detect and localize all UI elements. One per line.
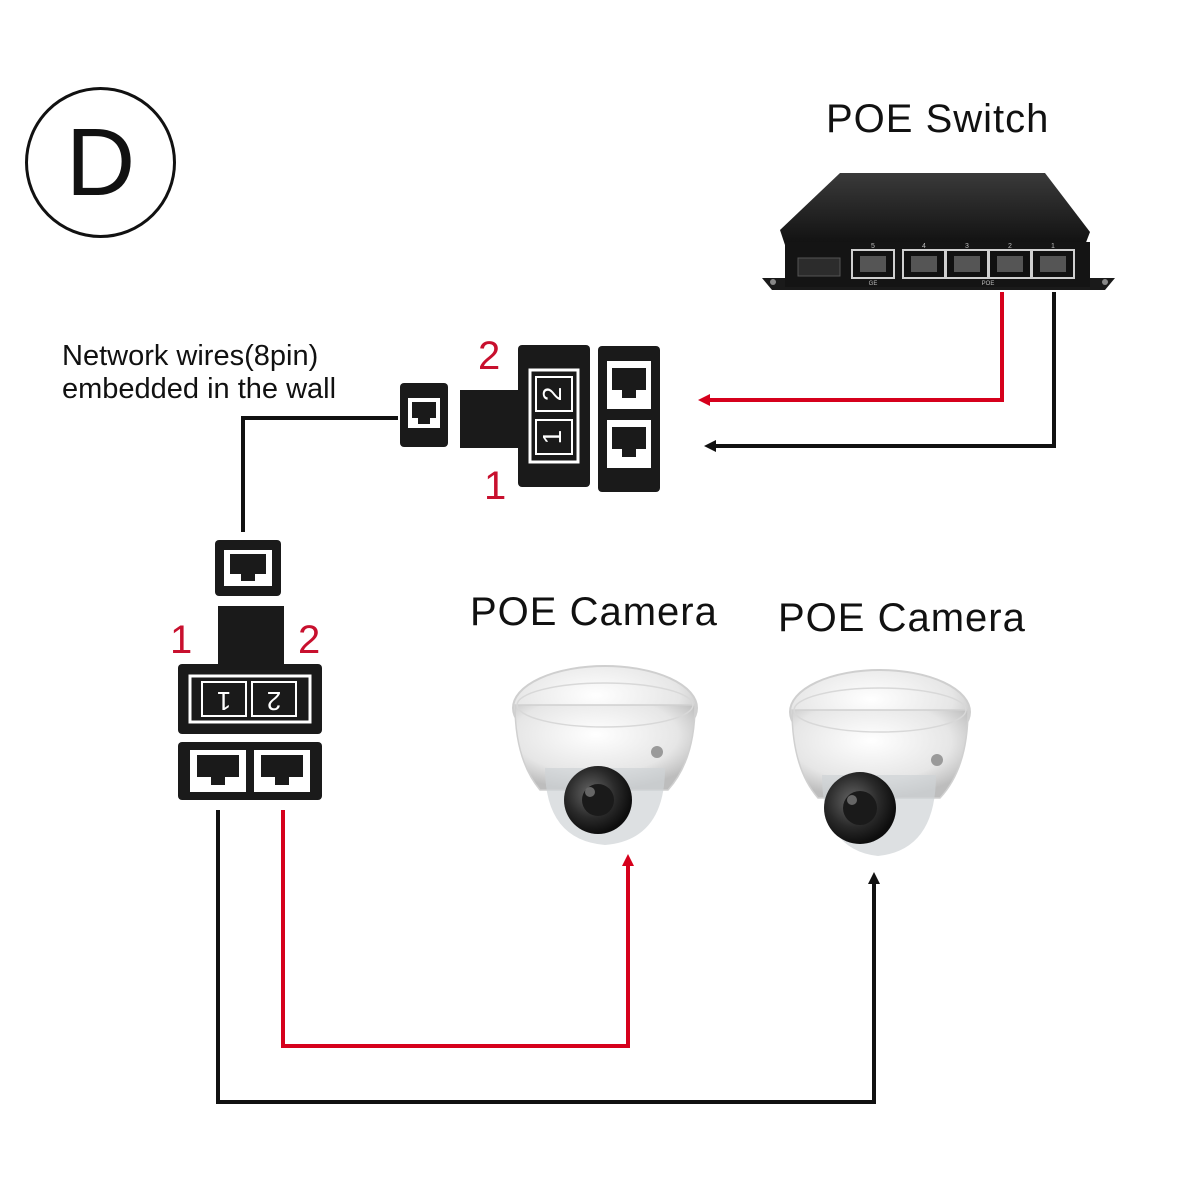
top-splitter-label-1-icon: 1 bbox=[535, 419, 573, 455]
red-wire-switch-to-splitter bbox=[698, 292, 1004, 406]
wall-network-wire bbox=[241, 416, 398, 532]
switch-ge-label: GE bbox=[869, 281, 878, 287]
poe-switch: 5 4 3 2 1 GE POE bbox=[762, 173, 1115, 290]
svg-text:2: 2 bbox=[267, 686, 281, 716]
bottom-splitter-label-1-icon: 1 bbox=[201, 681, 247, 717]
red-wire-to-camera-1 bbox=[281, 810, 634, 1048]
top-splitter: 2 1 bbox=[400, 345, 660, 492]
poe-camera-2 bbox=[789, 669, 971, 856]
top-splitter-port-1-label: 1 bbox=[484, 464, 507, 508]
svg-text:1: 1 bbox=[537, 430, 567, 444]
switch-mount-hole-icon bbox=[1102, 279, 1108, 285]
wall-note-line1: Network wires(8pin) bbox=[62, 340, 319, 372]
top-splitter-label-2-icon: 2 bbox=[535, 376, 573, 412]
switch-port-number: 2 bbox=[1008, 243, 1012, 250]
svg-text:1: 1 bbox=[217, 686, 231, 716]
wall-note-line2: embedded in the wall bbox=[62, 373, 337, 405]
bottom-splitter: 1 2 bbox=[178, 540, 322, 800]
switch-port-number: 5 bbox=[871, 243, 875, 250]
camera-2-title: POE Camera bbox=[778, 596, 1026, 640]
bottom-splitter-port-2-label: 2 bbox=[298, 618, 321, 662]
black-wire-to-camera-2 bbox=[216, 810, 880, 1104]
poe-camera-1 bbox=[512, 665, 698, 845]
switch-ethernet-ports bbox=[851, 249, 1075, 279]
switch-sfp-slot-icon bbox=[797, 257, 841, 277]
switch-mount-hole-icon bbox=[770, 279, 776, 285]
black-wire-switch-to-splitter bbox=[704, 292, 1056, 452]
switch-port-number: 3 bbox=[965, 243, 969, 250]
camera-1-title: POE Camera bbox=[470, 590, 718, 634]
bottom-splitter-label-2-icon: 2 bbox=[251, 681, 297, 717]
bottom-splitter-port-1-label: 1 bbox=[170, 618, 193, 662]
switch-poe-label: POE bbox=[982, 281, 995, 287]
switch-port-number: 1 bbox=[1051, 243, 1055, 250]
svg-text:2: 2 bbox=[537, 387, 567, 401]
diagram-letter-badge: D bbox=[25, 87, 176, 238]
top-splitter-port-2-label: 2 bbox=[478, 334, 501, 378]
switch-title: POE Switch bbox=[826, 97, 1050, 141]
switch-port-number: 4 bbox=[922, 243, 926, 250]
